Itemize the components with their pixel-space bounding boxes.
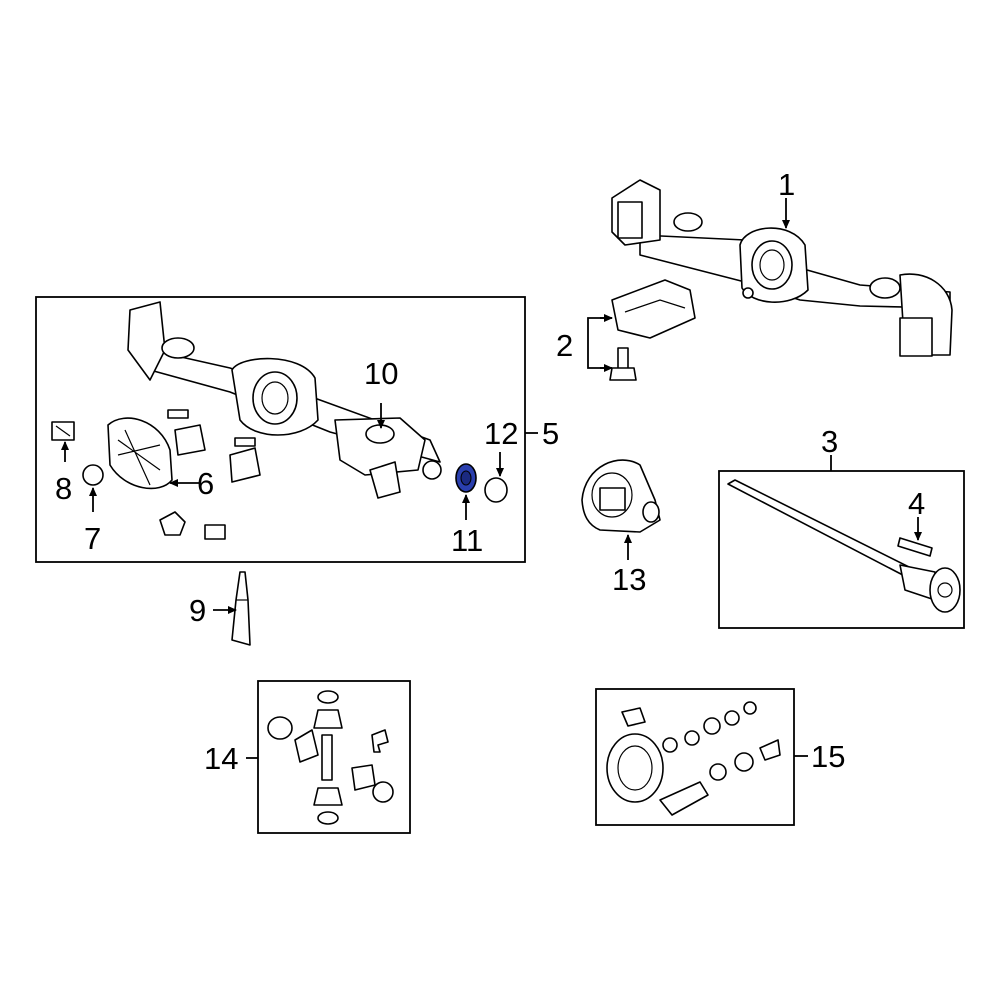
callout-3[interactable]: 3 — [821, 424, 838, 459]
callout-11[interactable]: 11 — [451, 523, 483, 558]
bolt-part-2[interactable] — [609, 347, 637, 381]
callout-1[interactable]: 1 — [778, 167, 795, 202]
callout-6[interactable]: 6 — [197, 466, 214, 501]
fill-plug-part-7[interactable] — [82, 464, 104, 486]
callout-5[interactable]: 5 — [542, 416, 559, 451]
bearing-part-12[interactable] — [484, 477, 508, 503]
callout-13[interactable]: 13 — [612, 562, 646, 597]
wheel-stud-part-4[interactable] — [897, 537, 933, 557]
axle-seal-part-11[interactable] — [455, 463, 477, 493]
breather-part — [204, 524, 226, 540]
callout-4[interactable]: 4 — [908, 486, 925, 521]
callout-9[interactable]: 9 — [189, 593, 206, 628]
bearing-caps-part-6 — [167, 409, 261, 483]
leader-lines — [61, 198, 922, 759]
callout-10[interactable]: 10 — [364, 356, 398, 391]
differential-case-part-13[interactable] — [581, 459, 661, 533]
housing-group-frame — [35, 296, 526, 563]
bracket-part-2[interactable] — [611, 279, 696, 339]
callout-7[interactable]: 7 — [84, 521, 101, 556]
axle-shaft-frame — [718, 470, 965, 629]
differential-gear-kit-part-14[interactable] — [267, 690, 394, 825]
sealant-tube-part-9[interactable] — [231, 571, 251, 646]
callout-8[interactable]: 8 — [55, 471, 72, 506]
differential-gear-kit-frame — [257, 680, 411, 834]
plug-part — [159, 511, 186, 536]
axle-shaft-part-3[interactable] — [727, 479, 961, 613]
ring-and-pinion-part-15[interactable] — [606, 701, 781, 816]
cover-bolt-part-8[interactable] — [51, 421, 75, 441]
differential-cover-part-6[interactable] — [107, 417, 173, 490]
callout-14[interactable]: 14 — [204, 741, 238, 776]
callout-2[interactable]: 2 — [556, 328, 573, 363]
ring-pinion-kit-frame — [595, 688, 795, 826]
axle-assembly-part-1[interactable] — [611, 179, 953, 357]
callout-15[interactable]: 15 — [811, 739, 845, 774]
callout-12[interactable]: 12 — [484, 416, 518, 451]
axle-housing-part-10[interactable] — [127, 301, 442, 499]
